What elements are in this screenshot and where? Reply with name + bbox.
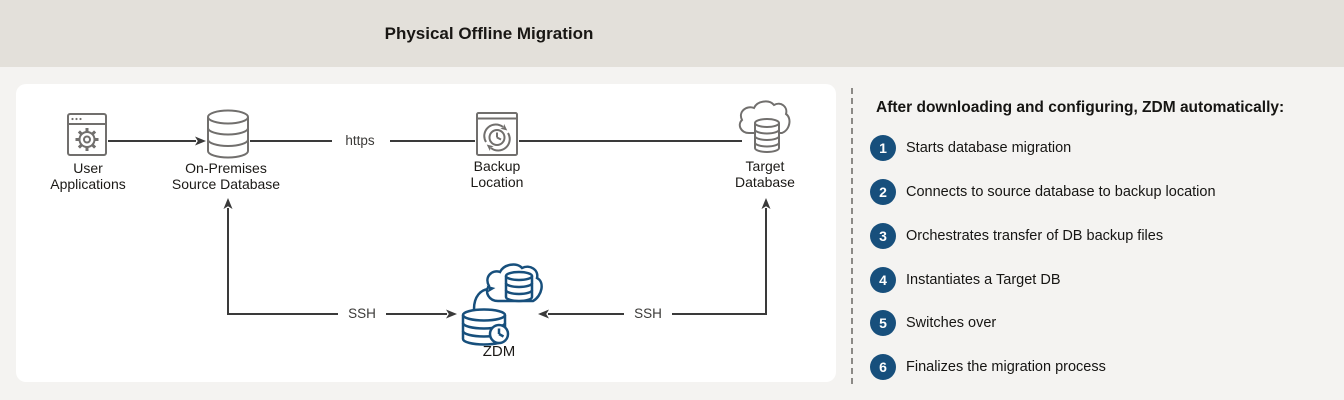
step-number-badge: 5 xyxy=(870,310,896,336)
step-text: Orchestrates transfer of DB backup files xyxy=(906,228,1164,244)
database-icon xyxy=(207,109,249,159)
step-number-badge: 2 xyxy=(870,179,896,205)
steps-heading: After downloading and configuring, ZDM a… xyxy=(876,99,1285,116)
connector-lines xyxy=(108,136,771,319)
step-number-badge: 6 xyxy=(870,354,896,380)
node-label-source-database: On-Premises Source Database xyxy=(171,160,281,192)
title-banner: Physical Offline Migration xyxy=(0,0,1344,67)
step-number-badge: 4 xyxy=(870,267,896,293)
step-text: Switches over xyxy=(906,315,997,331)
cloud-database-icon xyxy=(738,100,791,153)
step-text: Connects to source database to backup lo… xyxy=(906,184,1216,200)
step-row-1: 1 Starts database migration xyxy=(870,135,1071,161)
step-row-3: 3 Orchestrates transfer of DB backup fil… xyxy=(870,223,1163,249)
step-row-4: 4 Instantiates a Target DB xyxy=(870,267,1061,293)
window-backup-clock-icon xyxy=(476,112,518,156)
node-label-user-applications: User Applications xyxy=(50,160,126,192)
step-text: Starts database migration xyxy=(906,140,1072,156)
diagram-canvas xyxy=(67,100,791,346)
zdm-cloud-migration-icon xyxy=(461,263,543,346)
step-row-6: 6 Finalizes the migration process xyxy=(870,354,1106,380)
node-label-backup-location: Backup Location xyxy=(470,158,524,190)
edge-label-ssh-right: SSH xyxy=(634,306,662,321)
browser-gear-icon xyxy=(67,113,107,156)
edge-label-ssh-left: SSH xyxy=(348,306,376,321)
step-row-2: 2 Connects to source database to backup … xyxy=(870,179,1216,205)
edge-label-https: https xyxy=(345,133,375,148)
step-text: Finalizes the migration process xyxy=(906,359,1106,375)
dashed-separator xyxy=(851,88,853,384)
step-number-badge: 3 xyxy=(870,223,896,249)
step-number-badge: 1 xyxy=(870,135,896,161)
page-title: Physical Offline Migration xyxy=(384,24,594,43)
node-label-target-database: Target Database xyxy=(735,158,795,190)
step-row-5: 5 Switches over xyxy=(870,310,996,336)
node-label-zdm: ZDM xyxy=(482,343,516,360)
diagram-panel: User Applications On-Premises Source Dat… xyxy=(16,84,836,382)
step-text: Instantiates a Target DB xyxy=(906,272,1061,288)
